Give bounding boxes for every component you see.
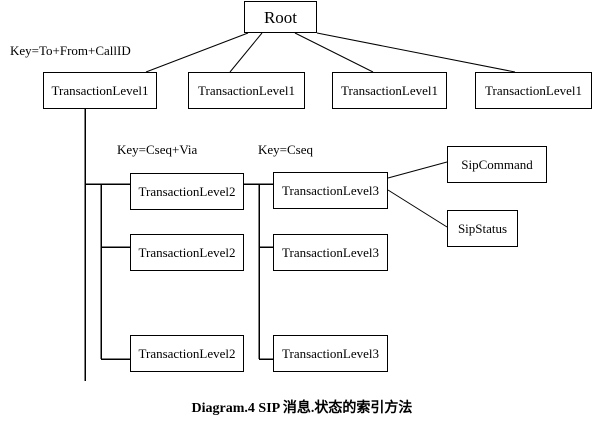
diagram-caption: Diagram.4 SIP 消息.状态的索引方法 — [191, 401, 413, 416]
transaction-level3-node-1: TransactionLevel3 — [273, 172, 388, 209]
transaction-level1-node-1: TransactionLevel1 — [43, 72, 157, 109]
level3-bracket-lines — [244, 183, 273, 360]
transaction-level2-node-1: TransactionLevel2 — [130, 173, 244, 210]
transaction-level1-node-4: TransactionLevel1 — [475, 72, 592, 109]
key-label-level1: Key=To+From+CallID — [10, 43, 131, 58]
transaction-level1-node-3: TransactionLevel1 — [332, 72, 447, 109]
key-label-level2: Key=Cseq+Via — [117, 142, 198, 157]
transaction-level3-node-3: TransactionLevel3 — [273, 335, 388, 372]
sip-branch-lines — [387, 161, 448, 228]
transaction-level3-node-2: TransactionLevel3 — [273, 234, 388, 271]
transaction-level2-node-3: TransactionLevel2 — [130, 335, 244, 372]
transaction-level2-node-2: TransactionLevel2 — [130, 234, 244, 271]
level2-bracket-lines — [84, 109, 130, 381]
sip-status-node: SipStatus — [447, 210, 518, 247]
root-node: Root — [244, 1, 317, 33]
transaction-level1-node-2: TransactionLevel1 — [188, 72, 305, 109]
root-branch-lines — [145, 32, 516, 73]
sip-command-node: SipCommand — [447, 146, 547, 183]
key-label-level3: Key=Cseq — [258, 142, 313, 157]
